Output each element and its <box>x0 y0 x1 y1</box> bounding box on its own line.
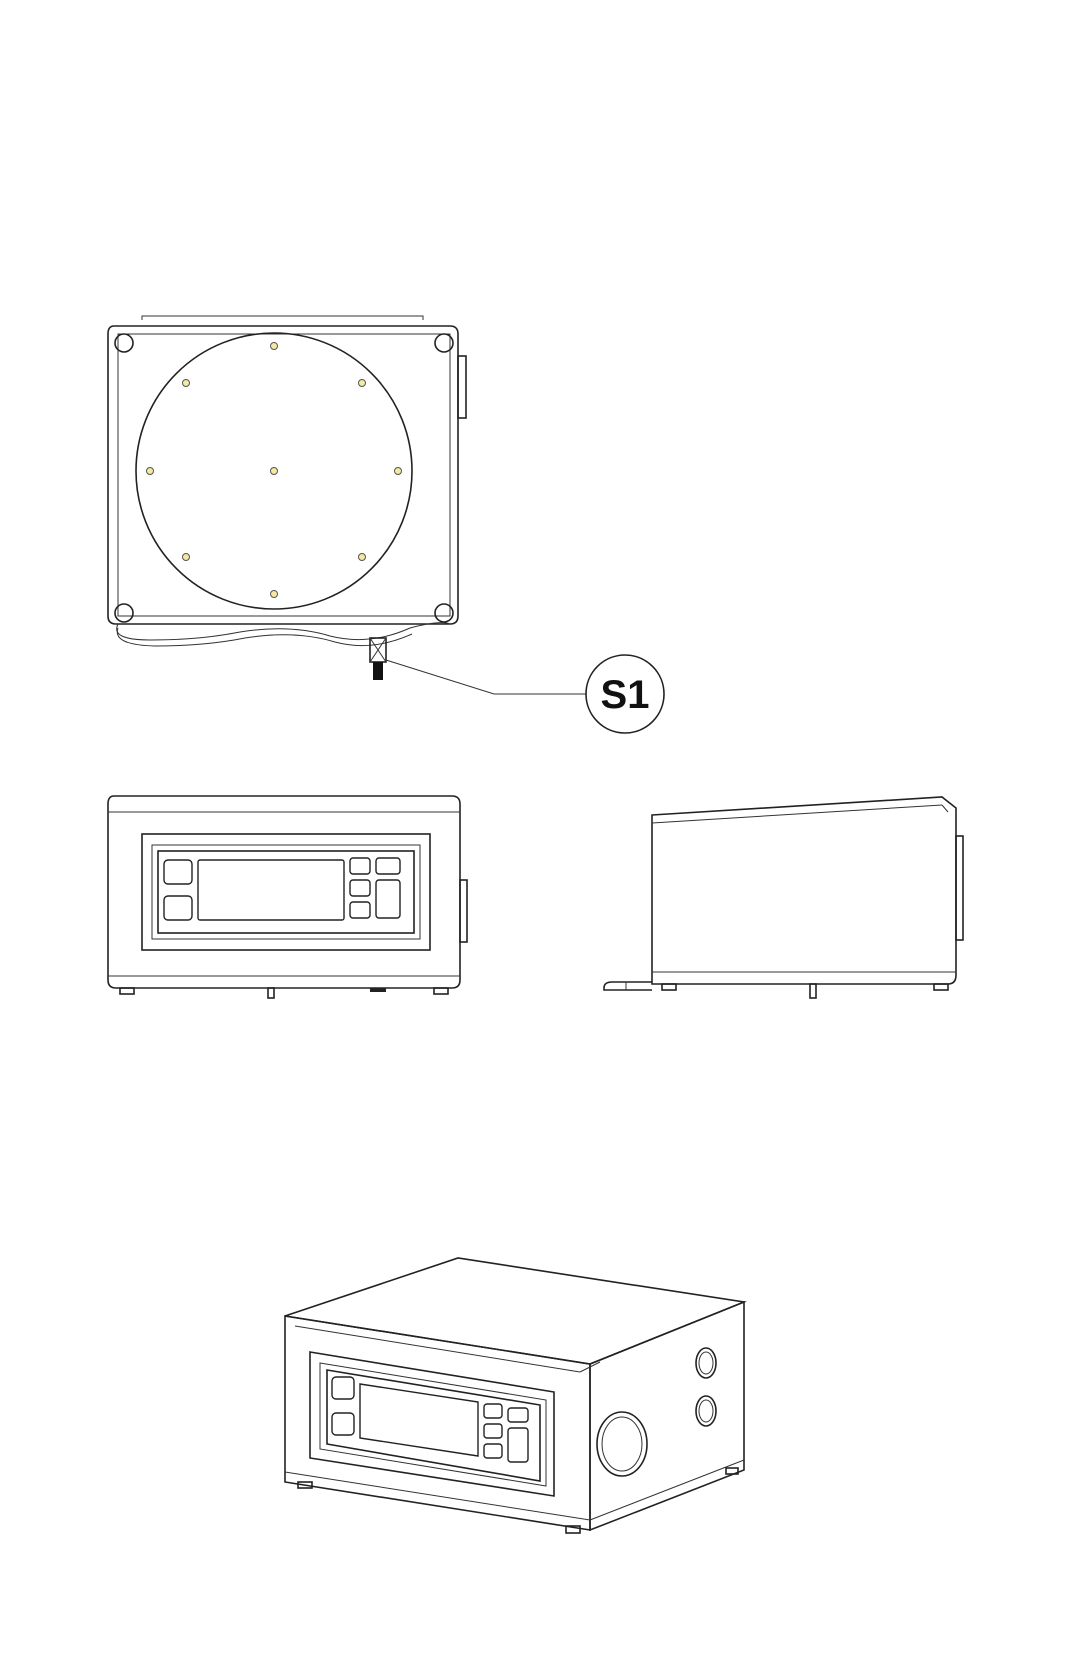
iso-button <box>507 1427 529 1463</box>
bolt-hole <box>394 467 402 475</box>
front-button <box>349 857 371 875</box>
iso-button <box>331 1376 355 1400</box>
iso-side-hole-large <box>596 1411 648 1477</box>
iso-button <box>483 1443 503 1459</box>
bolt-hole <box>182 553 190 561</box>
bolt-hole <box>182 379 190 387</box>
bolt-hole <box>270 590 278 598</box>
bolt-hole <box>270 467 278 475</box>
iso-button <box>507 1407 529 1423</box>
leader-line <box>385 659 586 695</box>
foot-bottom-left <box>114 603 134 623</box>
front-button <box>349 901 371 919</box>
iso-button <box>483 1423 503 1439</box>
bolt-hole <box>358 379 366 387</box>
display-screen <box>197 859 345 921</box>
front-button <box>163 859 193 885</box>
bolt-hole <box>146 467 154 475</box>
foot-top-right <box>434 333 454 353</box>
front-view <box>107 795 468 999</box>
display-bezel <box>141 833 431 951</box>
front-button <box>375 879 401 919</box>
platter-circle <box>135 332 413 610</box>
iso-button <box>331 1412 355 1436</box>
bolt-hole <box>270 342 278 350</box>
bolt-hole <box>358 553 366 561</box>
callout-s1: S1 <box>385 654 665 734</box>
front-button <box>349 879 371 897</box>
top-view <box>107 315 467 680</box>
side-view <box>603 796 964 999</box>
front-button <box>375 857 401 875</box>
isometric-view <box>284 1257 748 1534</box>
foot-top-left <box>114 333 134 353</box>
iso-display-screen <box>359 1383 479 1457</box>
iso-side-hole <box>695 1347 717 1379</box>
foot-bottom-right <box>434 603 454 623</box>
iso-side-hole <box>695 1395 717 1427</box>
front-button <box>163 895 193 921</box>
iso-display-bezel <box>309 1351 555 1497</box>
callout-circle <box>585 654 665 734</box>
iso-button <box>483 1403 503 1419</box>
power-cable <box>116 622 451 641</box>
callout-label: S1 <box>601 673 650 717</box>
